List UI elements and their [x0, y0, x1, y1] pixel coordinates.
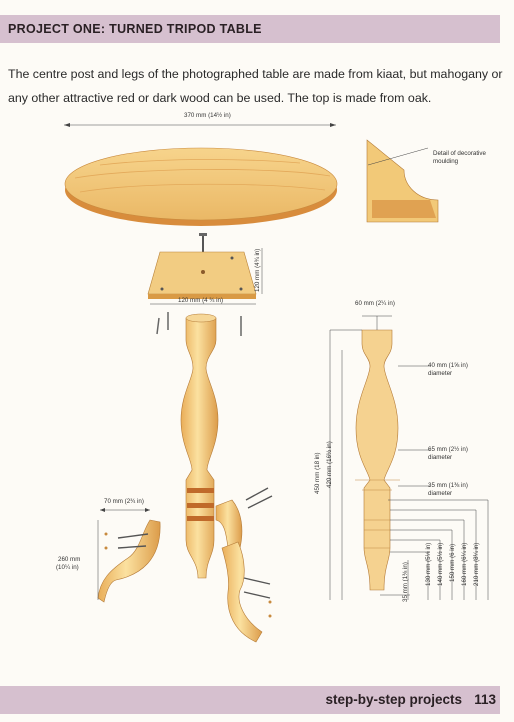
top-width-label: 370 mm (14½ in) — [184, 112, 231, 119]
diameter-35-sub: diameter — [428, 490, 453, 497]
footer-band: step-by-step projects 113 — [0, 686, 500, 714]
cleat-width-label: 120 mm (4 ¾ in) — [178, 297, 224, 304]
leg-height-label-1: 260 mm — [58, 556, 81, 563]
cleat-block — [147, 248, 263, 305]
table-top — [64, 147, 338, 226]
centre-post — [180, 313, 219, 579]
height-420-label: 420 mm (16½ in) — [326, 441, 333, 488]
leg-dimensions — [97, 508, 150, 600]
diameter-65-label: 65 mm (2½ in) — [428, 446, 468, 453]
height-210-label: 210 mm (8¼ in) — [473, 542, 480, 586]
page-title: PROJECT ONE: TURNED TRIPOD TABLE — [8, 22, 262, 36]
height-140-label: 140 mm (5½ in) — [437, 542, 444, 586]
top-width-dimension — [64, 123, 336, 127]
post-dimension-lines — [329, 315, 489, 600]
diameter-40-sub: diameter — [428, 370, 453, 377]
post-top-label: 60 mm (2¼ in) — [355, 300, 395, 307]
section-name: step-by-step projects — [325, 692, 462, 707]
cleat-screws — [156, 312, 242, 336]
detail-caption-line1: Detail of decorative — [433, 150, 486, 157]
leg-right — [215, 487, 273, 549]
leg-width-label: 70 mm (2¾ in) — [104, 498, 144, 505]
height-160-label: 160 mm (6¼ in) — [461, 542, 468, 586]
diameter-65-sub: diameter — [428, 454, 453, 461]
cleat-depth-label: 120 mm (4¾ in) — [254, 248, 261, 292]
post-profile — [355, 329, 400, 591]
intro-paragraph: The centre post and legs of the photogra… — [8, 67, 503, 105]
height-35-label: 35 mm (1⅜ in) — [402, 562, 409, 602]
header-band: PROJECT ONE: TURNED TRIPOD TABLE — [0, 15, 500, 43]
height-130-label: 130 mm (5⅛ in) — [425, 542, 432, 586]
detail-caption-line2: moulding — [433, 158, 459, 165]
height-450-label: 450 mm (18 in) — [314, 452, 321, 494]
leg-left — [97, 519, 161, 603]
page-number: 113 — [474, 692, 496, 707]
diameter-40-label: 40 mm (1⅝ in) — [428, 362, 468, 369]
leg-front — [221, 541, 272, 643]
leg-height-label-2: (10¼ in) — [56, 564, 79, 571]
height-150-label: 150 mm (6 in) — [449, 543, 456, 582]
moulding-detail — [366, 139, 439, 223]
diameter-35-label: 35 mm (1⅜ in) — [428, 482, 468, 489]
